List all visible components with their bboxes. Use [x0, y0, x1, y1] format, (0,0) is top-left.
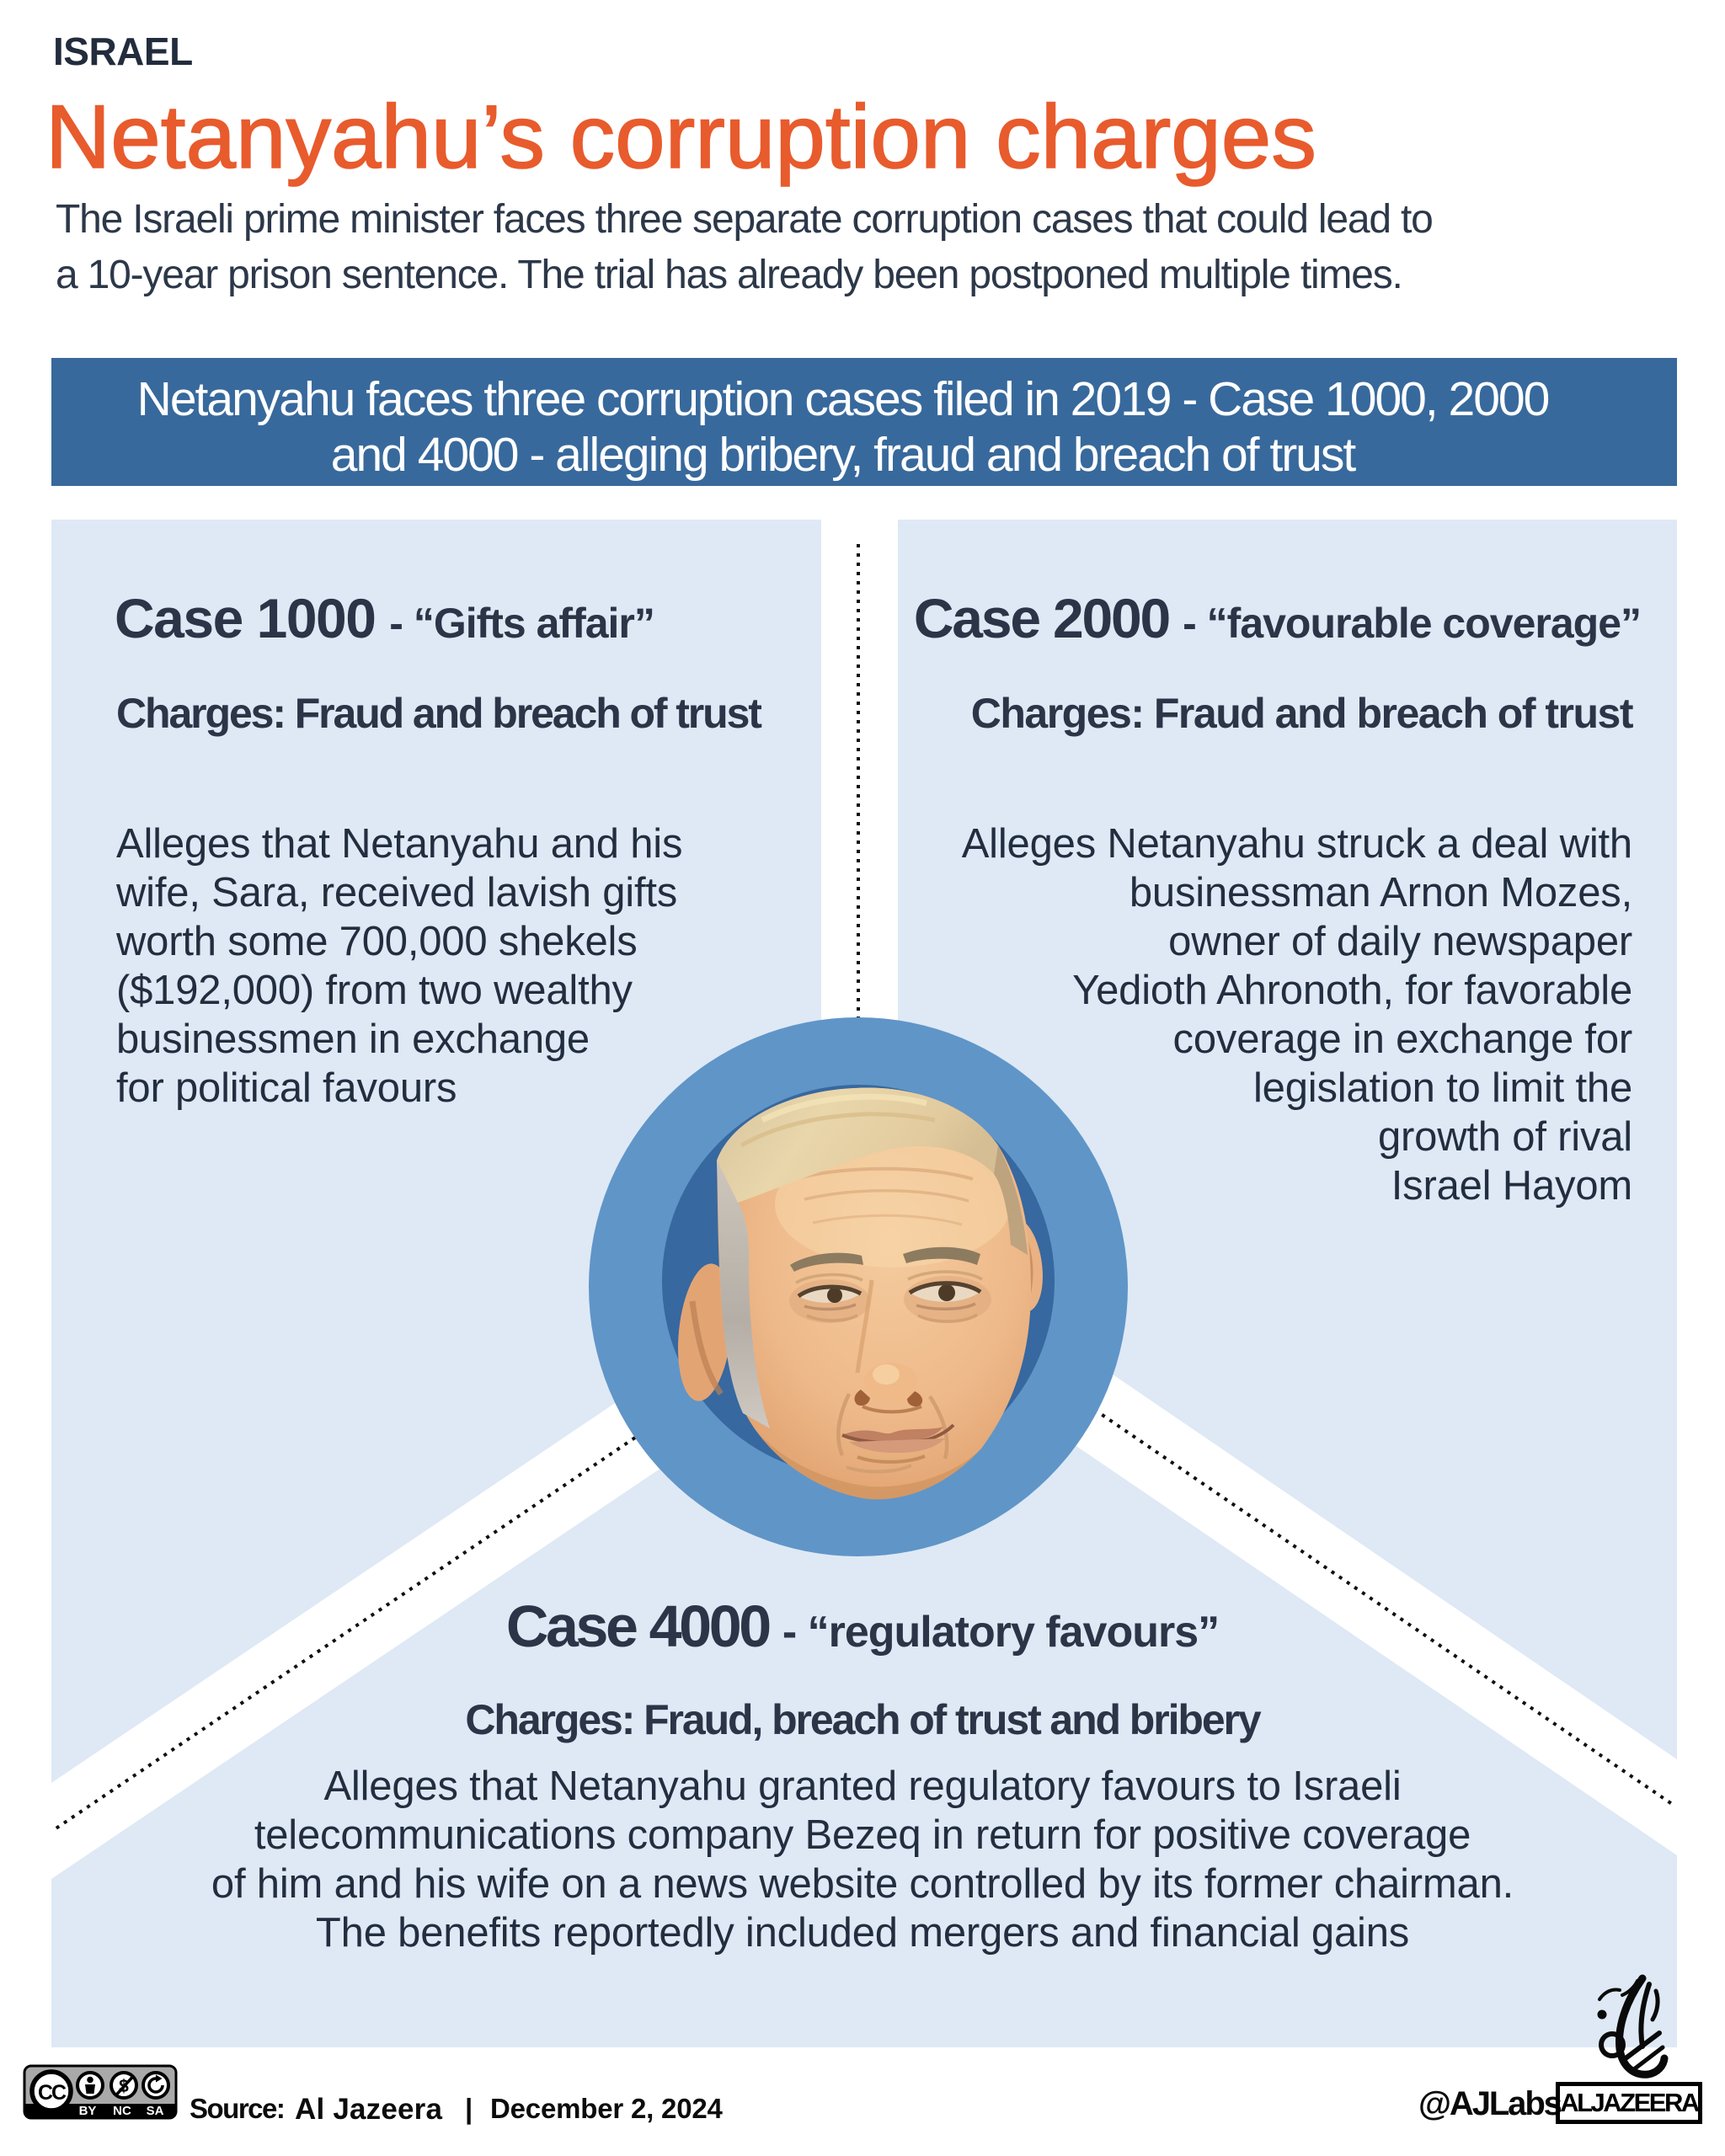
svg-text:CC: CC: [38, 2081, 67, 2105]
svg-text:SA: SA: [147, 2104, 164, 2118]
svg-text:NC: NC: [113, 2104, 131, 2118]
svg-text:BY: BY: [79, 2104, 97, 2118]
